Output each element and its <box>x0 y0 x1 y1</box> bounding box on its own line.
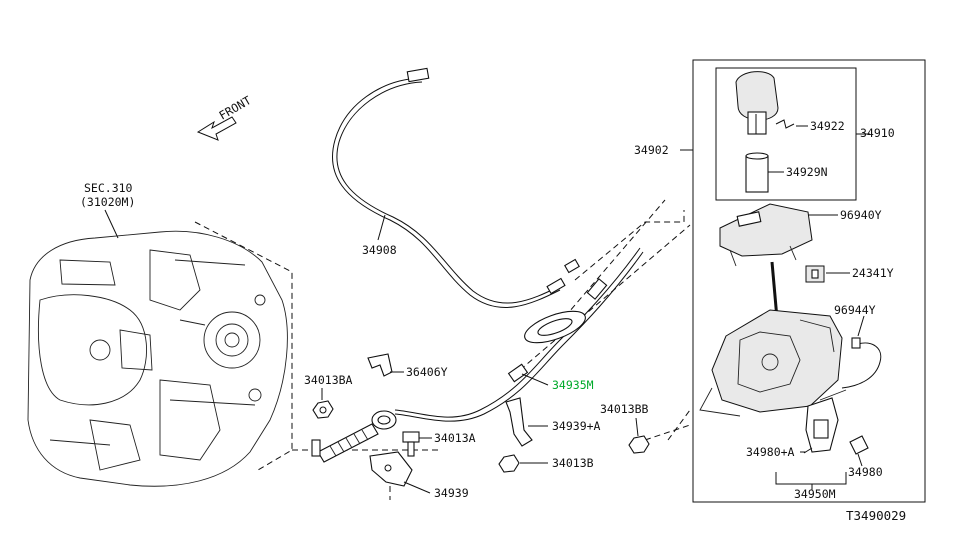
label-96944y: 96944Y <box>834 303 876 317</box>
label-34939a: 34939+A <box>552 419 601 433</box>
nut-34013b <box>498 454 520 473</box>
bracket-34939a <box>505 397 533 447</box>
label-34013bb: 34013BB <box>600 402 649 416</box>
cable-end-rod <box>311 410 397 463</box>
wire-96944y <box>841 337 882 389</box>
control-cable-34935m <box>394 247 644 422</box>
shift-knob <box>735 71 779 135</box>
label-34908: 34908 <box>362 243 397 257</box>
cable-34908 <box>331 67 580 308</box>
indicator-96940y <box>719 203 813 267</box>
label-34929n: 34929N <box>786 165 828 179</box>
drawing-number: T3490029 <box>846 508 906 523</box>
clip-34980 <box>849 435 869 455</box>
bolt-34013a <box>402 431 420 457</box>
sleeve-34929n <box>745 152 769 193</box>
label-34980: 34980 <box>848 465 883 479</box>
shifter-base <box>699 261 847 417</box>
label-34910: 34910 <box>860 126 895 140</box>
shifter-box <box>692 59 926 503</box>
label-34013b: 34013B <box>552 456 594 470</box>
label-34950m: 34950M <box>794 487 836 501</box>
transmission-assembly <box>27 230 288 487</box>
label-34935m: 34935M <box>552 378 594 392</box>
label-34013ba: 34013BA <box>304 373 353 387</box>
sec-ref-line1: SEC.310 <box>84 181 133 195</box>
sec-ref-line2: (31020M) <box>80 195 135 209</box>
label-24341y: 24341Y <box>852 266 894 280</box>
label-34902: 34902 <box>634 143 669 157</box>
label-36406y: 36406Y <box>406 365 448 379</box>
label-34980a: 34980+A <box>746 445 795 459</box>
nut-34013bb <box>628 435 650 454</box>
nut-34013ba <box>312 400 334 419</box>
bracket-34939 <box>369 451 413 487</box>
connector-24341y <box>805 265 825 283</box>
label-34939: 34939 <box>434 486 469 500</box>
label-96940y: 96940Y <box>840 208 882 222</box>
label-34013a: 34013A <box>434 431 476 445</box>
front-arrow-icon <box>196 116 237 141</box>
front-label: FRONT <box>217 93 254 122</box>
clip-36406y <box>367 353 393 377</box>
bracket-34950m <box>805 397 839 453</box>
label-34922: 34922 <box>810 119 845 133</box>
